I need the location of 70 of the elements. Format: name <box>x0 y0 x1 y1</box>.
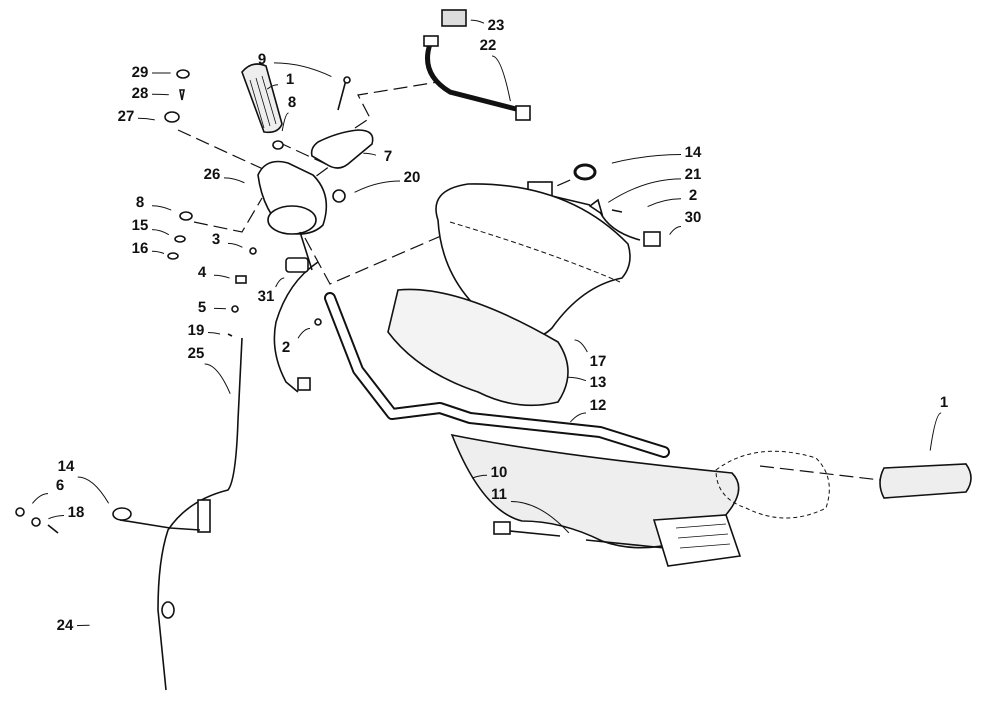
callout-number: 2 <box>688 188 698 204</box>
callout-number: 14 <box>56 459 76 475</box>
callout-number: 25 <box>186 346 206 362</box>
leader-line <box>152 250 164 254</box>
leader-line <box>77 476 110 504</box>
leader-line <box>214 308 226 310</box>
leader-line <box>354 180 400 193</box>
callout-number: 8 <box>134 195 146 211</box>
leader-line <box>470 20 484 24</box>
callout-number: 5 <box>196 300 208 316</box>
leader-line <box>574 340 588 352</box>
leader-line <box>152 205 172 211</box>
callout-number: 13 <box>588 375 608 391</box>
leader-line <box>647 198 682 208</box>
callout-number: 1 <box>938 395 950 411</box>
leader-line <box>266 84 278 90</box>
callout-number: 2 <box>280 340 292 356</box>
leader-line <box>669 226 682 236</box>
leader-line <box>510 501 570 534</box>
leader-line <box>274 62 332 78</box>
leader-line <box>611 154 682 164</box>
callout-number: 10 <box>490 465 508 481</box>
leader-line <box>138 118 156 120</box>
callout-number: 7 <box>382 149 394 165</box>
callout-number: 1 <box>284 72 296 88</box>
callout-number: 27 <box>116 109 136 125</box>
callout-number: 23 <box>486 18 506 34</box>
leader-line <box>228 242 243 248</box>
leader-line <box>32 493 48 504</box>
callout-number: 17 <box>588 354 608 370</box>
callout-number: 26 <box>202 167 222 183</box>
callout-number: 20 <box>402 170 422 186</box>
callout-number: 4 <box>196 265 208 281</box>
callout-number: 11 <box>490 487 508 503</box>
leader-line <box>76 624 90 626</box>
callout-number: 12 <box>588 398 608 414</box>
callout-number: 31 <box>256 289 276 305</box>
leader-line <box>568 376 586 382</box>
leader-line <box>152 94 170 96</box>
callout-number: 18 <box>66 505 86 521</box>
leader-line <box>224 177 245 184</box>
callout-number: 6 <box>54 478 66 494</box>
leader-line <box>930 412 942 452</box>
leader-line <box>208 332 220 334</box>
callout-number: 30 <box>684 210 702 226</box>
leader-line <box>214 274 230 279</box>
leader-line <box>48 515 64 520</box>
callout-number: 14 <box>684 145 702 161</box>
leader-line <box>152 229 170 236</box>
leader-line <box>608 178 682 203</box>
leader-line <box>282 112 289 132</box>
leader-line <box>204 364 231 394</box>
callout-number: 9 <box>256 52 268 68</box>
leader-line <box>275 278 285 288</box>
callout-number: 22 <box>478 38 498 54</box>
callout-number: 28 <box>130 86 150 102</box>
leader-line <box>570 412 586 422</box>
leader-line <box>472 474 488 479</box>
leader-line <box>362 152 376 156</box>
leader-line <box>492 56 511 102</box>
callout-number: 29 <box>130 65 150 81</box>
leader-line <box>298 328 310 339</box>
callout-number: 3 <box>210 232 222 248</box>
leader-line <box>152 72 172 74</box>
callout-number: 19 <box>186 323 206 339</box>
callout-number: 16 <box>130 241 150 257</box>
callout-number: 21 <box>684 167 702 183</box>
callout-number: 24 <box>56 618 74 634</box>
callout-number: 15 <box>130 218 150 234</box>
callout-number: 8 <box>286 95 298 111</box>
